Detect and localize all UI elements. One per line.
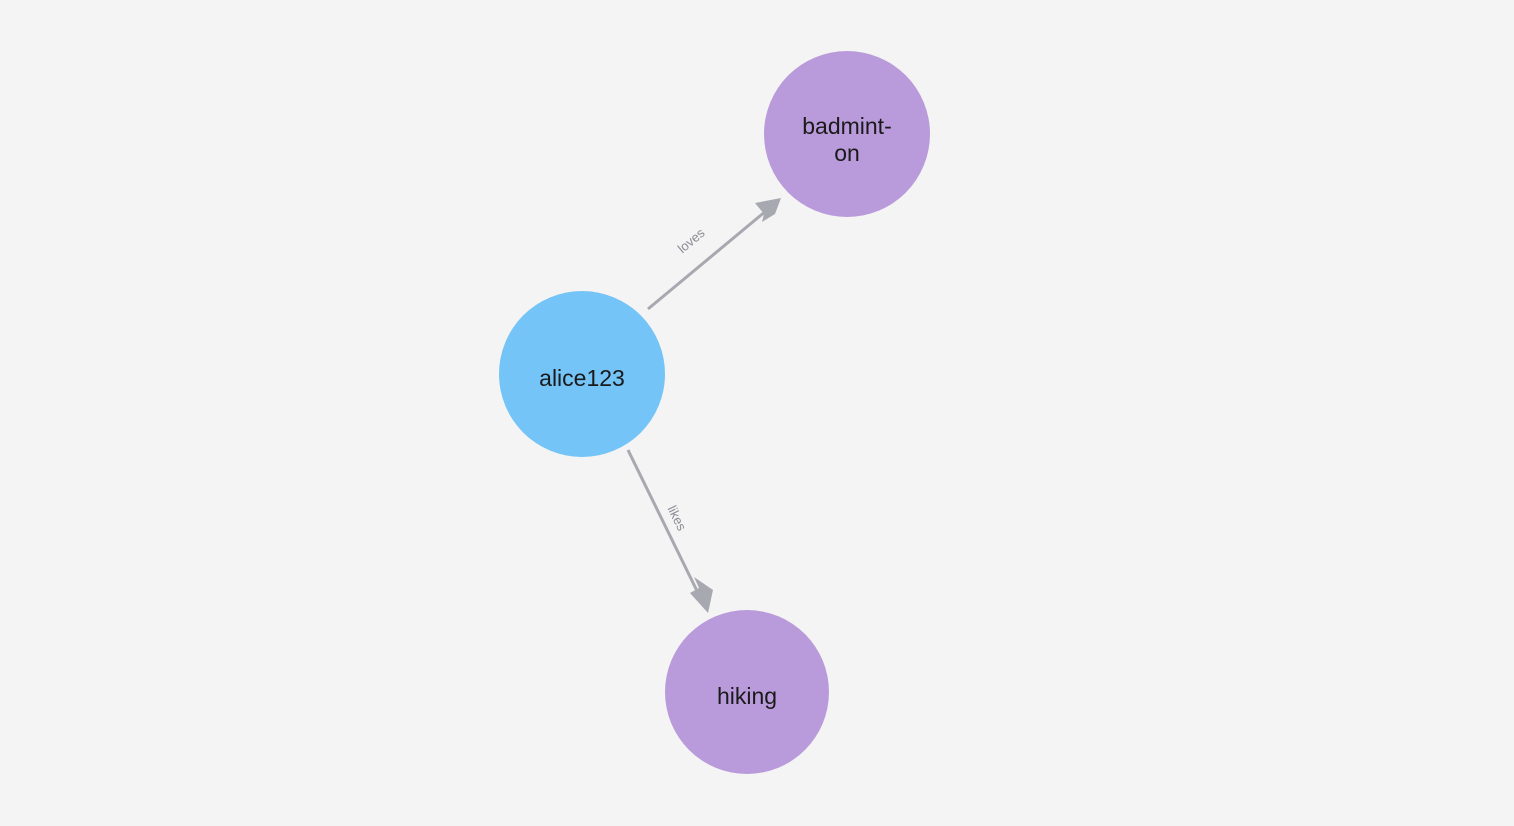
edge-arrowhead-loves xyxy=(755,198,781,222)
edge-alice123-likes-hiking[interactable]: likes xyxy=(626,449,713,613)
node-alice123[interactable]: alice123 xyxy=(499,291,665,457)
node-circle-badminton[interactable] xyxy=(764,51,930,217)
edge-line-likes[interactable] xyxy=(626,449,701,596)
edge-label-likes: likes xyxy=(665,503,690,533)
edge-arrowhead-likes xyxy=(690,577,713,613)
node-label-badminton-line-2: on xyxy=(834,140,860,166)
node-label-badminton-line-1: badmint- xyxy=(802,113,891,139)
nodes-layer: badmint- on alice123 hiking xyxy=(499,51,930,774)
node-badminton[interactable]: badmint- on xyxy=(764,51,930,217)
node-circle-alice123[interactable] xyxy=(499,291,665,457)
node-hiking[interactable]: hiking xyxy=(665,610,829,774)
edge-label-loves: loves xyxy=(675,225,708,256)
node-label-hiking: hiking xyxy=(717,683,777,709)
node-circle-hiking[interactable] xyxy=(665,610,829,774)
edge-alice123-loves-badminton[interactable]: loves xyxy=(647,198,781,311)
node-label-alice123: alice123 xyxy=(539,365,625,391)
edge-line-loves[interactable] xyxy=(647,204,773,311)
